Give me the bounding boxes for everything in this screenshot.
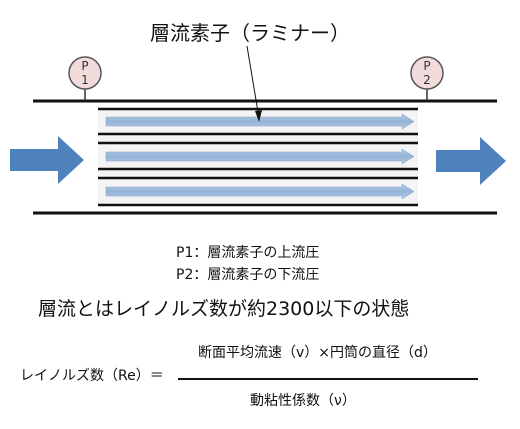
reynolds-numerator: 断面平均流速（v）×円筒の直径（d） [198, 345, 437, 361]
p1-definition: P1：層流素子の上流圧 [176, 245, 320, 261]
inlet-flow-arrow [10, 136, 84, 184]
p2-definition: P2：層流素子の下流圧 [176, 267, 320, 283]
gauge-p1-dial [68, 56, 102, 90]
laminar-element-title: 層流素子（ラミナー） [150, 21, 350, 45]
laminar-element [98, 107, 418, 207]
reynolds-denominator: 動粘性係数（ν） [250, 393, 356, 409]
gauge-p2-dial [410, 56, 444, 90]
gauge-p1-number: 1 [81, 73, 89, 87]
inner-flow-arrow [105, 148, 415, 165]
gauge-p1-letter: P [81, 59, 88, 73]
gauge-p1: P 1 [68, 56, 102, 101]
outlet-flow-arrow [436, 137, 506, 185]
title-pointer-line [246, 45, 260, 119]
gauge-p2-number: 2 [423, 73, 431, 87]
laminar-statement: 層流とはレイノルズ数が約2300以下の状態 [38, 298, 410, 320]
title-pointer-arrowhead [255, 110, 262, 122]
gauge-p2-letter: P [423, 59, 430, 73]
reynolds-lhs: レイノルズ数（Re）＝ [20, 368, 164, 384]
gauge-p2: P 2 [410, 56, 444, 101]
inner-flow-arrow [105, 183, 415, 200]
pipe-walls [33, 99, 497, 215]
inner-flow-arrow [105, 113, 415, 130]
